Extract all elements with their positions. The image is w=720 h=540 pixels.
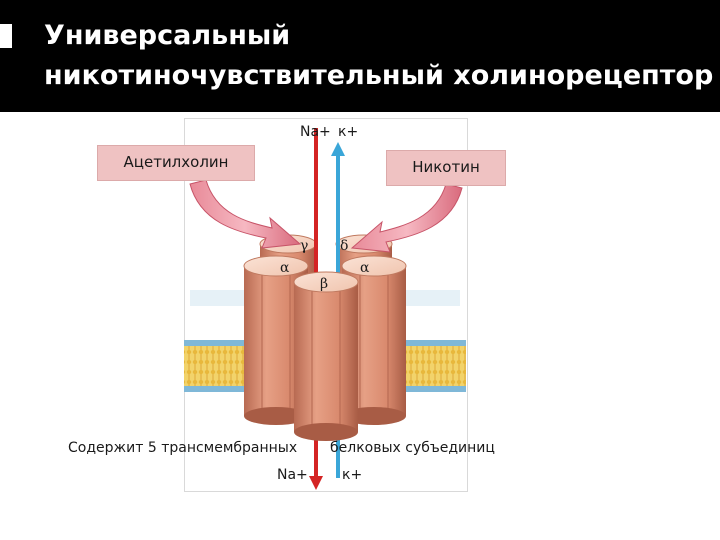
subunit-alpha-left-label: α (280, 260, 290, 276)
na-ion-bottom-label: Na+ (277, 467, 308, 483)
receptor-figure-frame (184, 118, 468, 492)
na-ion-top-label: Na+ (300, 124, 331, 140)
nicotine-label: Никотин (386, 150, 506, 186)
caption-part-1: Содержит 5 трансмембранных (68, 440, 298, 456)
k-ion-bottom-label: к+ (342, 467, 363, 483)
slide-title-line-2: никотиночувствительный холинорецептор (44, 60, 714, 91)
subunit-gamma-label: γ (300, 238, 308, 254)
caption-part-2: белковых субъединиц (330, 440, 495, 456)
acetylcholine-label: Ацетилхолин (97, 145, 255, 181)
subunit-beta-label: β (320, 276, 328, 292)
subunit-beta (293, 271, 359, 441)
slide-title: Универсальный никотиночувствительный хол… (44, 16, 714, 96)
title-bullet (0, 24, 12, 48)
nicotine-arrow (350, 183, 463, 253)
title-bar: Универсальный никотиночувствительный хол… (0, 0, 720, 112)
subunit-delta-label: δ (340, 238, 348, 254)
k-ion-top-label: к+ (338, 124, 359, 140)
acetylcholine-arrow (189, 179, 302, 249)
subunit-alpha-right-label: α (360, 260, 370, 276)
slide-title-line-1: Универсальный (44, 20, 291, 51)
